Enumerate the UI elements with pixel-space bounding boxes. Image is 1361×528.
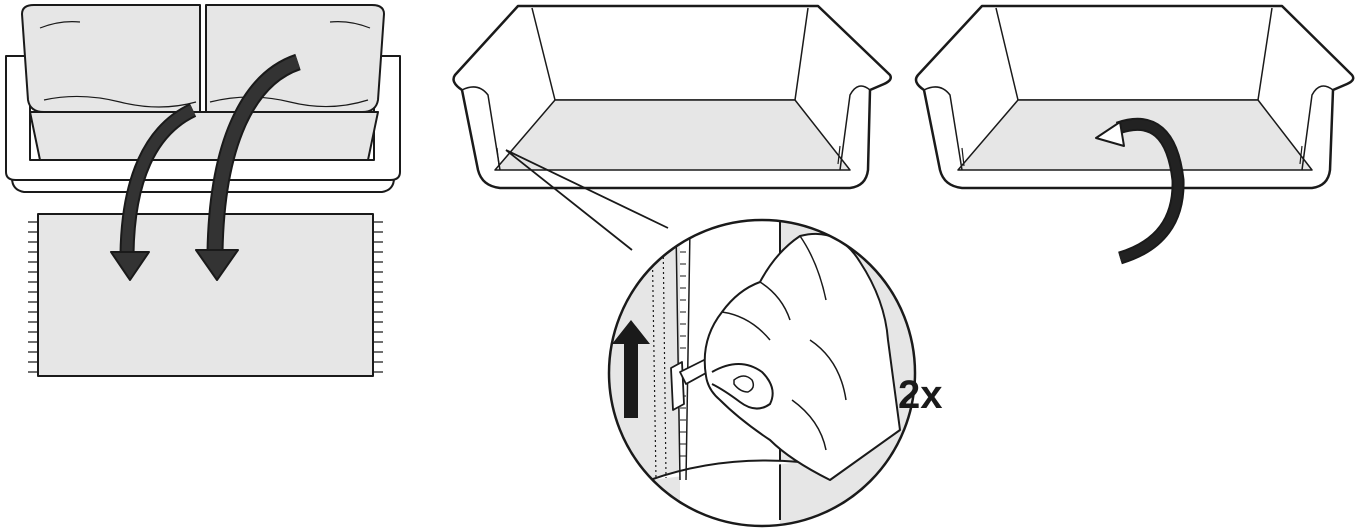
rotate-arrow-icon	[1095, 117, 1185, 265]
zipper-detail-magnifier	[607, 218, 917, 528]
sofa-cushions	[21, 4, 385, 161]
rug	[28, 213, 383, 377]
step-turn-inside-out	[914, 4, 1355, 265]
rug-fringe-left	[28, 221, 38, 373]
hand-icon	[703, 232, 901, 481]
sofa-shell	[914, 4, 1355, 190]
repeat-count-label: 2x	[898, 373, 943, 417]
sofa-frame	[5, 55, 401, 193]
sofa-shell	[452, 4, 892, 190]
curved-arrow-icon	[110, 103, 197, 281]
rug-fringe-right	[373, 221, 383, 373]
step-remove-cushions	[5, 4, 401, 377]
detail-callout-pointer	[505, 149, 669, 251]
up-arrow-icon	[612, 320, 650, 418]
step-unzip-cover: 2x	[452, 4, 943, 528]
curved-arrow-icon	[195, 53, 302, 281]
